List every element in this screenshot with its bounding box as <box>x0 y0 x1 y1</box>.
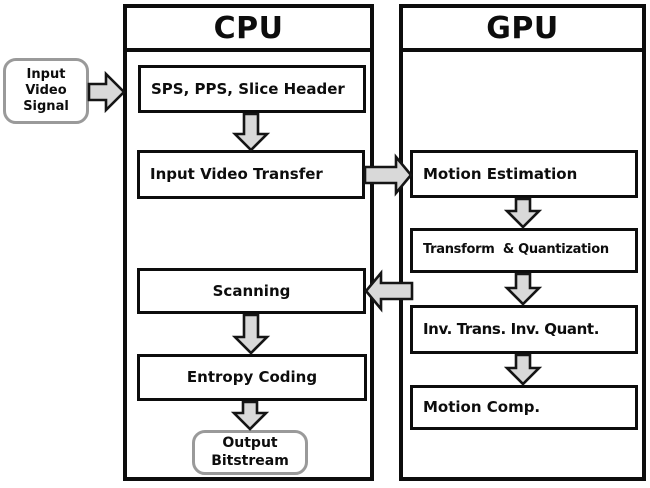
cpu-title: CPU <box>127 8 370 52</box>
node-transform-quantization: Transform & Quantization <box>410 228 638 273</box>
right-arrow-icon <box>87 70 126 114</box>
node-motion-estimation: Motion Estimation <box>410 150 638 198</box>
node-input-video-transfer: Input Video Transfer <box>137 150 365 199</box>
node-sps-pps-slice-header: SPS, PPS, Slice Header <box>138 65 366 113</box>
node-input-video-signal: Input Video Signal <box>3 58 89 124</box>
node-inv-trans-inv-quant: Inv. Trans. Inv. Quant. <box>410 305 638 354</box>
node-scanning: Scanning <box>137 268 366 314</box>
node-entropy-coding: Entropy Coding <box>137 354 367 401</box>
gpu-title: GPU <box>403 8 642 52</box>
node-output-bitstream: Output Bitstream <box>192 430 308 475</box>
node-motion-comp: Motion Comp. <box>410 385 638 430</box>
